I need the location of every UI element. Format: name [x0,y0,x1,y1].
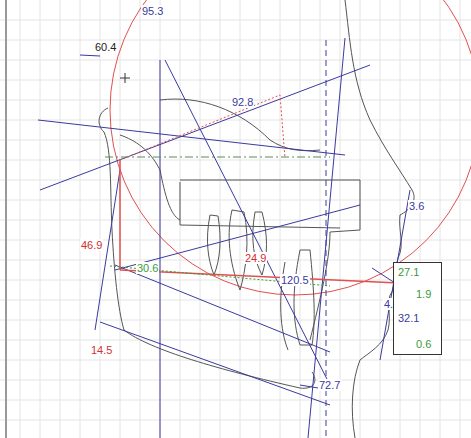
angle-value: 24.9 [244,252,267,264]
table-value: 0.6 [416,338,431,350]
table-value: 27.1 [398,266,419,278]
angle-value: 14.5 [90,344,113,356]
angle-value: 72.7 [318,379,341,391]
angle-value: 30.6 [136,262,159,274]
angle-value: 60.4 [94,41,117,53]
angle-value: 3.6 [408,200,425,212]
angle-value: 120.5 [280,274,310,286]
table-value: 1.9 [416,288,431,300]
table-value: 32.1 [398,312,419,324]
angle-value: 95.3 [141,5,164,17]
angle-value: 46.9 [80,239,103,251]
value-table: 27.1 1.9 32.1 0.6 [393,262,442,355]
angle-value: 92.8 [231,96,254,108]
